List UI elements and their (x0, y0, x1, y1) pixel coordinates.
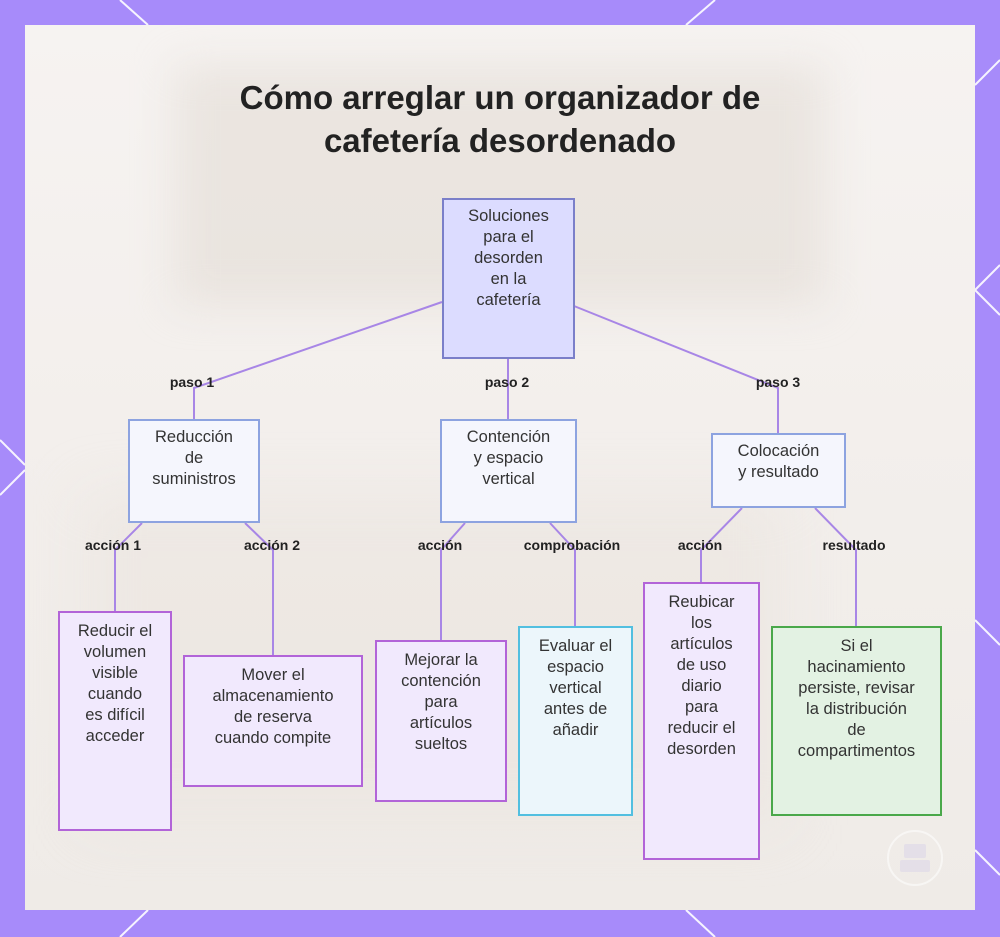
edge-root-step3 (573, 305, 779, 433)
step3-node[interactable]: Colocación y resultado (711, 433, 846, 508)
step1-node[interactable]: Reducción de suministros (128, 419, 260, 523)
leaf-reduce-volume[interactable]: Reducir el volumen visible cuando es dif… (58, 611, 172, 831)
edge-step1-leaf2 (244, 522, 274, 655)
edge-label-paso2: paso 2 (484, 374, 530, 390)
edge-label-accion1: acción 1 (84, 537, 142, 553)
leaf-improve-containment[interactable]: Mejorar la contención para artículos sue… (375, 640, 507, 802)
title-line-1: Cómo arreglar un organizador de (239, 79, 761, 116)
edge-step3-leaf5 (700, 507, 743, 582)
edge-label-paso3: paso 3 (755, 374, 801, 390)
edge-step2-leaf3 (440, 522, 466, 640)
watermark-logo-icon (887, 830, 943, 886)
edge-step3-leaf6 (814, 507, 857, 626)
edge-label-comprobacion: comprobación (523, 537, 621, 553)
edge-label-accion2: acción 2 (243, 537, 301, 553)
leaf-relocate-items[interactable]: Reubicar los artículos de uso diario par… (643, 582, 760, 860)
edge-root-step1 (193, 301, 443, 419)
page-title: Cómo arreglar un organizador de cafeterí… (0, 76, 1000, 162)
edge-label-paso1: paso 1 (169, 374, 215, 390)
edge-label-accion-step2: acción (417, 537, 463, 553)
leaf-evaluate-vertical[interactable]: Evaluar el espacio vertical antes de aña… (518, 626, 633, 816)
edge-label-accion-step3: acción (677, 537, 723, 553)
leaf-review-layout[interactable]: Si el hacinamiento persiste, revisar la … (771, 626, 942, 816)
title-line-2: cafetería desordenado (323, 122, 677, 159)
edge-step2-leaf4 (549, 522, 576, 626)
leaf-move-storage[interactable]: Mover el almacenamiento de reserva cuand… (183, 655, 363, 787)
edge-step1-leaf1 (114, 522, 143, 611)
root-node[interactable]: Soluciones para el desorden en la cafete… (442, 198, 575, 359)
step2-node[interactable]: Contención y espacio vertical (440, 419, 577, 523)
edge-label-resultado: resultado (822, 537, 886, 553)
